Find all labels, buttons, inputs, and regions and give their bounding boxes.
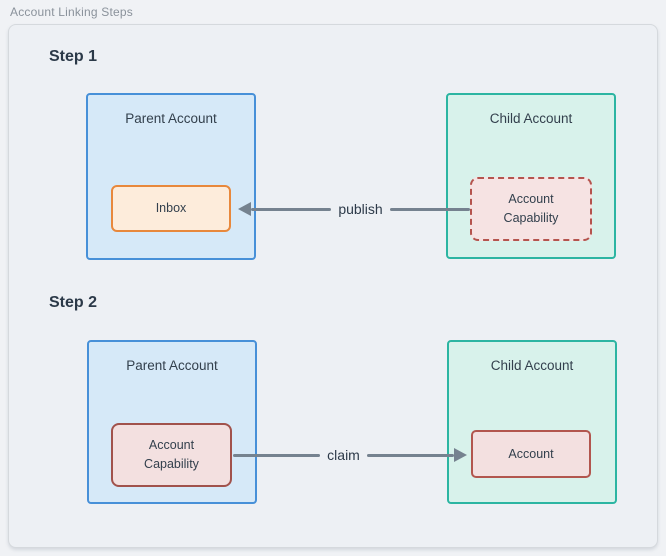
arrowhead-right-icon: [454, 448, 468, 462]
step-1-account-capability-node: Account Capability: [470, 177, 592, 241]
step-2-child-account-node: Child Account: [447, 340, 617, 504]
arrowhead-left-icon: [238, 202, 251, 216]
diagram-canvas: Step 1 Parent Account Inbox Child Accoun…: [8, 24, 658, 548]
arrow-line: [366, 453, 455, 457]
step-2-account-node: Account: [471, 430, 591, 478]
claim-arrow: claim: [233, 444, 468, 466]
diagram-title: Account Linking Steps: [10, 5, 133, 19]
publish-arrow: publish: [238, 198, 470, 220]
arrow-line: [251, 207, 332, 211]
node-title: Child Account: [489, 111, 573, 126]
arrow-line: [389, 207, 470, 211]
step-2-account-capability-node: Account Capability: [111, 423, 232, 487]
subnode-label: Inbox: [155, 201, 187, 215]
step-1-label: Step 1: [49, 48, 98, 65]
subnode-label: Account Capability: [503, 192, 559, 225]
step-2-label: Step 2: [49, 294, 98, 311]
publish-arrow-label: publish: [338, 201, 383, 217]
arrow-line: [233, 453, 321, 457]
claim-arrow-label: claim: [327, 447, 360, 463]
step-1-parent-account-node: Parent Account: [86, 93, 256, 260]
subnode-label: Account Capability: [144, 438, 199, 471]
node-title: Child Account: [490, 358, 574, 373]
node-title: Parent Account: [125, 111, 217, 126]
step-1-inbox-node: Inbox: [111, 185, 231, 232]
subnode-label: Account: [508, 446, 554, 461]
node-title: Parent Account: [126, 358, 218, 373]
